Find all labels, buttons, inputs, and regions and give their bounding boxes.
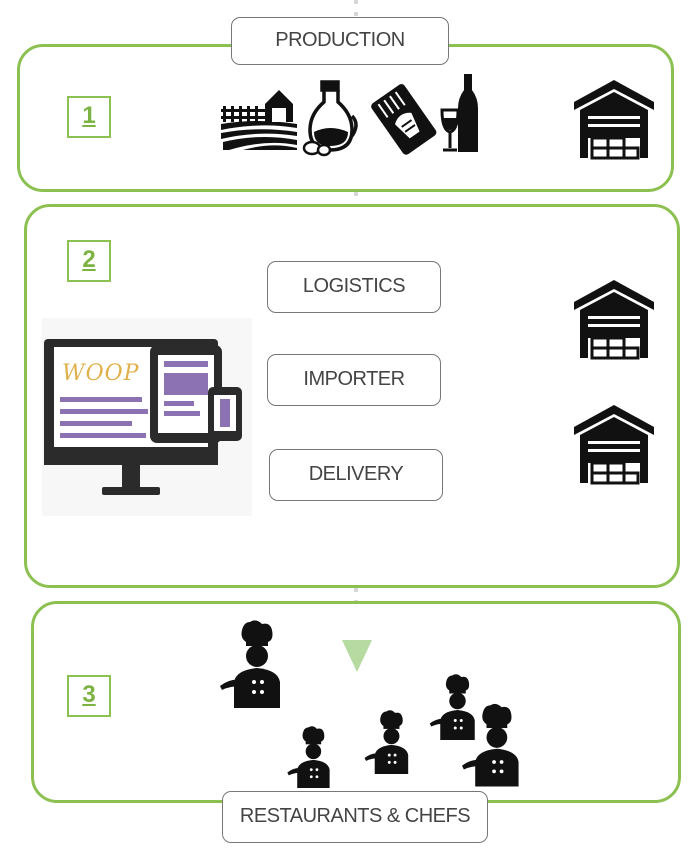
chef-icon: [287, 726, 330, 788]
farm-field-icon: [221, 90, 297, 150]
logistics-label: LOGISTICS: [267, 261, 441, 313]
wine-bottle-glass-icon: [440, 74, 478, 152]
computer-tablet-phone-icon: [44, 339, 242, 495]
screen-logo: WOOP: [62, 361, 140, 386]
flow-dot: [354, 192, 358, 196]
chef-icon: [429, 674, 475, 740]
chef-icon: [364, 710, 409, 774]
restaurants-chefs-label: RESTAURANTS & CHEFS: [222, 791, 488, 843]
stage-3-number: 3: [67, 675, 111, 717]
stage-3-restaurants-box: [31, 601, 681, 803]
production-label: PRODUCTION: [231, 17, 449, 65]
delivery-label: DELIVERY: [269, 449, 443, 501]
importer-label: IMPORTER: [267, 354, 441, 406]
chef-icon: [462, 703, 519, 787]
flow-dot: [354, 588, 358, 592]
stage-1-number: 1: [67, 96, 111, 138]
flow-dot: [354, 0, 358, 4]
chef-icon: [220, 620, 280, 708]
flow-dot: [354, 12, 358, 16]
warehouse-icon: [574, 280, 654, 360]
olive-oil-bottle-icon: [302, 80, 358, 157]
warehouse-icon: [574, 80, 654, 160]
warehouse-icon: [574, 405, 654, 485]
flow-arrow-icon: [342, 640, 372, 672]
stage-2-number: 2: [67, 240, 111, 282]
pasta-bag-icon: [371, 84, 437, 155]
